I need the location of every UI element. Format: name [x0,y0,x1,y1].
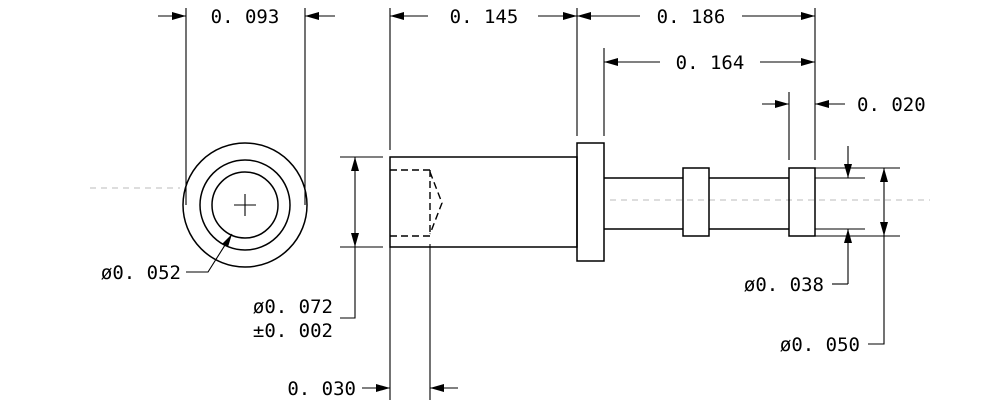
dim-overall-length: 0. 186 [657,6,726,28]
collar-2 [788,167,816,237]
bore-circle [211,171,279,239]
middle-circle [199,159,291,251]
collar-1 [682,167,710,237]
flange [576,142,605,262]
dim-pin-dia: ø0. 038 [744,274,824,296]
dim-pin-length: 0. 164 [676,52,745,74]
dim-body-length: 0. 145 [450,6,519,28]
dim-body-dia-tolerance: ±0. 002 [253,320,333,342]
side-view [340,8,930,400]
dim-collar-dia: ø0. 050 [780,334,860,356]
outer-circle [182,142,308,268]
dim-body-dia: ø0. 072 [253,296,333,318]
dim-bore-dia: ø0. 052 [101,262,181,284]
dim-end-width: 0. 093 [211,6,280,28]
dim-wall-depth: 0. 030 [287,378,356,400]
end-view [90,8,335,273]
dim-groove-width: 0. 020 [857,94,926,116]
